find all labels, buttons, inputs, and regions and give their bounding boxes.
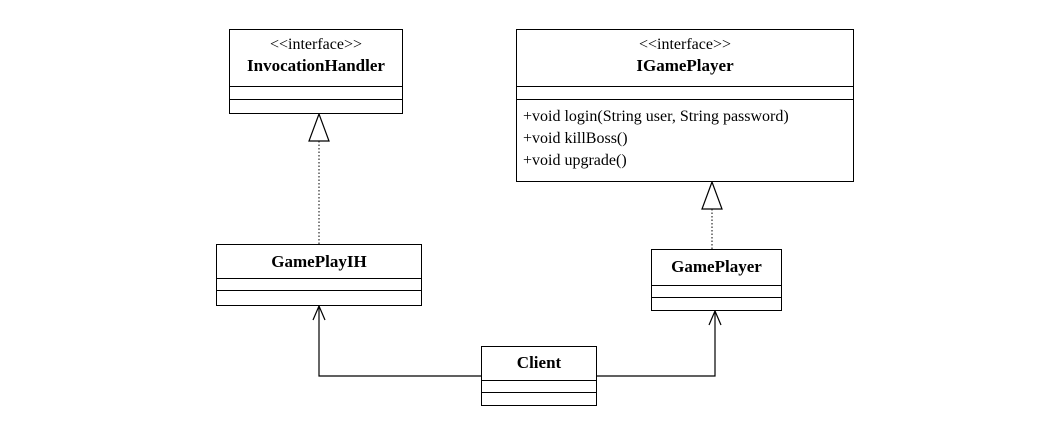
- stereotype-label: <<interface>>: [638, 36, 732, 53]
- class-header: <<interface>> IGamePlayer: [517, 36, 853, 76]
- association-arrowhead-client-gameplayih: [312, 304, 326, 321]
- class-name: GamePlayIH: [271, 252, 367, 271]
- class-header: <<interface>> InvocationHandler: [230, 36, 402, 76]
- class-name: Client: [516, 353, 562, 372]
- attributes-divider: [217, 278, 421, 279]
- methods-divider: [482, 392, 596, 393]
- method-login: +void login(String user, String password…: [523, 108, 789, 125]
- class-invocationhandler: <<interface>> InvocationHandler: [229, 29, 403, 114]
- stereotype-label: <<interface>>: [269, 36, 363, 53]
- class-igameplayer: <<interface>> IGamePlayer +void login(St…: [516, 29, 854, 182]
- class-header: Client: [482, 353, 596, 373]
- methods-divider: [230, 99, 402, 100]
- association-line-client-gameplayer: [597, 311, 716, 377]
- realization-arrowhead-gameplayih: [308, 112, 330, 142]
- class-name: GamePlayer: [671, 257, 762, 276]
- attributes-divider: [482, 380, 596, 381]
- class-name: IGamePlayer: [636, 56, 734, 75]
- association-arrowhead-client-gameplayer: [708, 309, 722, 326]
- class-name: InvocationHandler: [247, 56, 385, 75]
- method-upgrade: +void upgrade(): [523, 152, 627, 169]
- class-header: GamePlayIH: [217, 252, 421, 272]
- class-gameplayer: GamePlayer: [651, 249, 782, 311]
- association-line-client-gameplayih: [318, 306, 481, 377]
- methods-divider: [652, 297, 781, 298]
- attributes-divider: [652, 285, 781, 286]
- realization-arrowhead-gameplayer: [701, 180, 723, 210]
- attributes-divider: [517, 86, 853, 87]
- attributes-divider: [230, 86, 402, 87]
- methods-divider: [517, 99, 853, 100]
- method-killboss: +void killBoss(): [523, 130, 628, 147]
- methods-divider: [217, 290, 421, 291]
- method-list: +void login(String user, String password…: [523, 106, 849, 172]
- class-client: Client: [481, 346, 597, 406]
- class-gameplayih: GamePlayIH: [216, 244, 422, 306]
- class-header: GamePlayer: [652, 257, 781, 277]
